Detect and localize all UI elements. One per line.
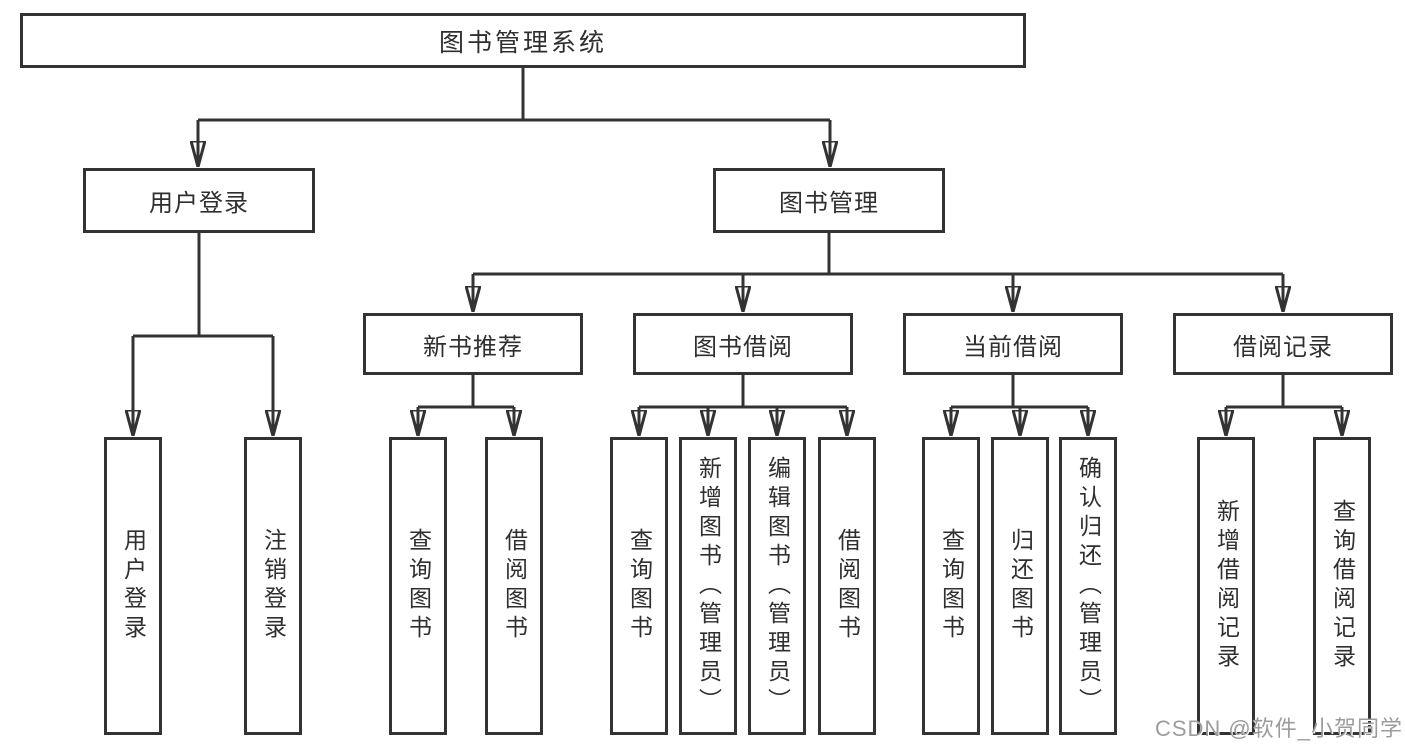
connector-borrow-records-trunk [1226, 375, 1342, 409]
leaf-nbr-borrow-book-label: 借阅图书 [501, 528, 528, 644]
csdn-watermark: CSDN @软件_小贺同学 [1154, 716, 1403, 741]
node-borrow-records-label: 借阅记录 [1233, 333, 1333, 361]
connector-book-borrow-trunk [639, 375, 847, 409]
node-root-label: 图书管理系统 [438, 28, 607, 57]
leaf-logout: 注销登录 [244, 437, 302, 735]
node-user-login: 用户登录 [83, 168, 315, 233]
connector-current-borrow-trunk [951, 375, 1088, 409]
connector-user-login-trunk [133, 233, 273, 338]
leaf-bb-borrow-book: 借阅图书 [818, 437, 876, 735]
leaf-bb-query-book-label: 查询图书 [626, 528, 653, 644]
leaf-cb-confirm-return-admin: 确认归还（管理员） [1059, 437, 1117, 735]
leaf-bb-add-book-admin: 新增图书（管理员） [679, 437, 737, 735]
connector-book-management-trunk [473, 233, 1283, 276]
leaf-cb-return-book: 归还图书 [991, 437, 1049, 735]
leaf-cb-return-book-label: 归还图书 [1007, 528, 1034, 644]
node-user-login-label: 用户登录 [149, 190, 249, 217]
connector-root-trunk [198, 68, 830, 122]
node-book-management-label: 图书管理 [779, 190, 879, 217]
leaf-nbr-query-book-label: 查询图书 [405, 528, 432, 644]
leaf-bb-edit-book-admin: 编辑图书（管理员） [748, 437, 806, 735]
node-current-borrow-label: 当前借阅 [963, 333, 1063, 361]
leaf-nbr-borrow-book: 借阅图书 [485, 437, 543, 735]
leaf-br-add-record-label: 新增借阅记录 [1213, 499, 1240, 673]
leaf-bb-add-book-admin-label: 新增图书（管理员） [695, 455, 722, 717]
node-new-book-recommend-label: 新书推荐 [423, 333, 523, 361]
leaf-br-add-record: 新增借阅记录 [1197, 437, 1255, 735]
connector-new-book-trunk [418, 375, 514, 409]
leaf-logout-label: 注销登录 [260, 528, 287, 644]
node-book-borrow: 图书借阅 [633, 313, 853, 375]
leaf-bb-query-book: 查询图书 [610, 437, 668, 735]
node-new-book-recommend: 新书推荐 [363, 313, 583, 375]
node-book-management: 图书管理 [713, 168, 945, 233]
node-book-borrow-label: 图书借阅 [693, 333, 793, 361]
leaf-cb-query-book-label: 查询图书 [938, 528, 965, 644]
leaf-br-query-record: 查询借阅记录 [1313, 437, 1371, 735]
leaf-user-login: 用户登录 [104, 437, 162, 735]
leaf-br-query-record-label: 查询借阅记录 [1329, 499, 1356, 673]
node-current-borrow: 当前借阅 [903, 313, 1123, 375]
leaf-user-login-label: 用户登录 [120, 528, 147, 644]
leaf-nbr-query-book: 查询图书 [389, 437, 447, 735]
leaf-cb-confirm-return-admin-label: 确认归还（管理员） [1075, 455, 1102, 717]
node-root: 图书管理系统 [20, 13, 1026, 68]
leaf-cb-query-book: 查询图书 [922, 437, 980, 735]
node-borrow-records: 借阅记录 [1173, 313, 1393, 375]
leaf-bb-edit-book-admin-label: 编辑图书（管理员） [764, 455, 791, 717]
leaf-bb-borrow-book-label: 借阅图书 [834, 528, 861, 644]
